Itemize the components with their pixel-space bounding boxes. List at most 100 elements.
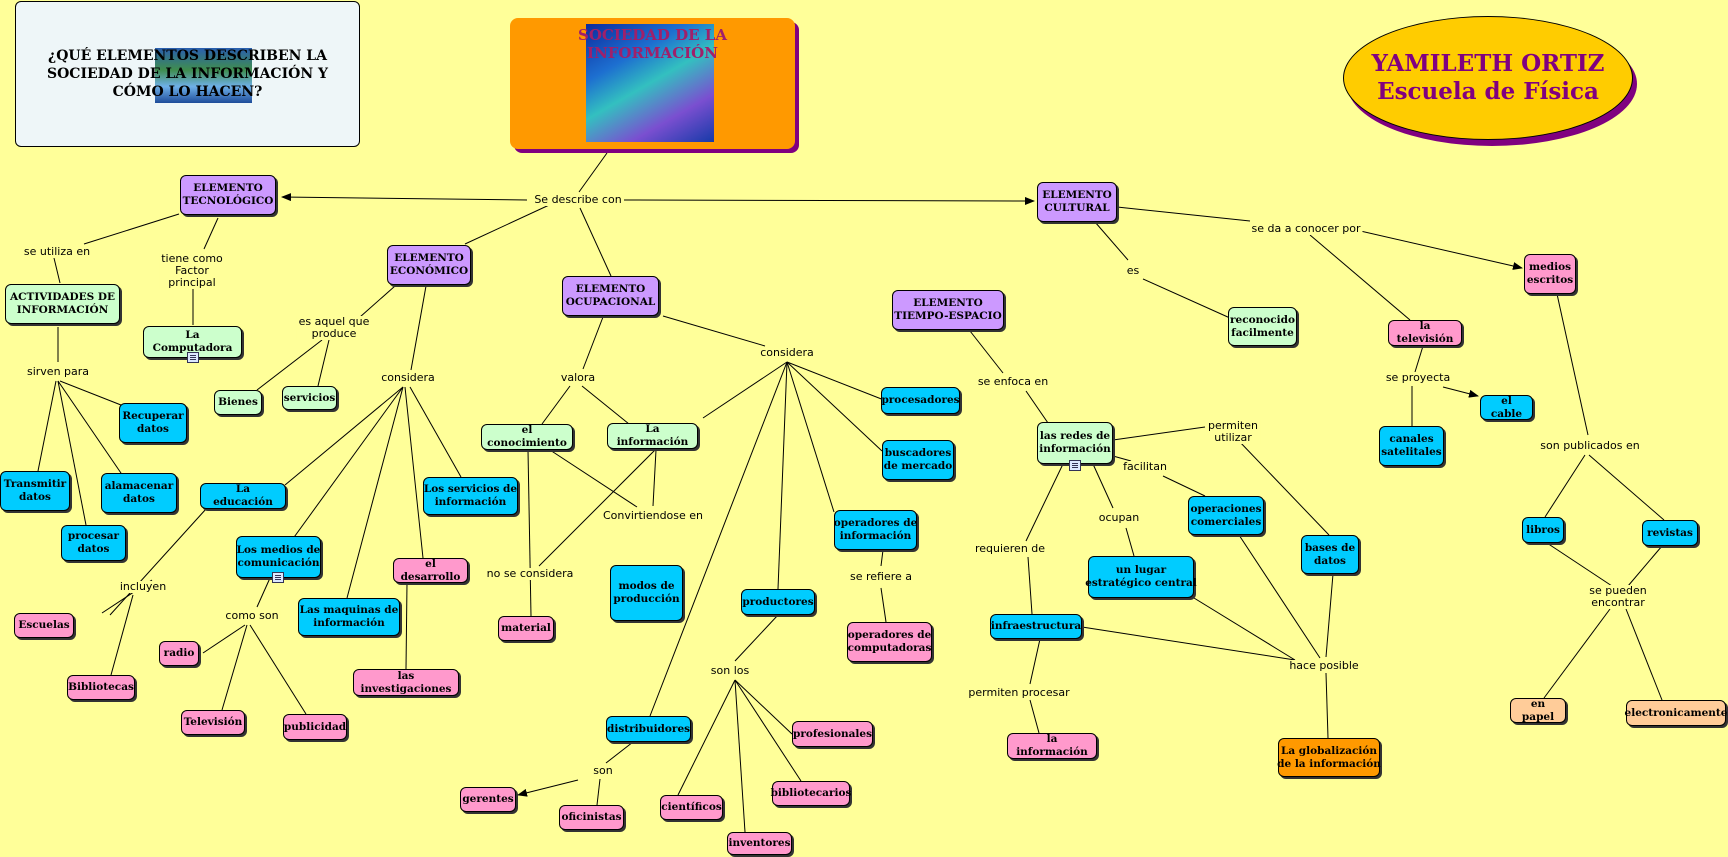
la-globalizacion-de-la-informacion[interactable]: La globalización de la información <box>1277 738 1381 777</box>
connector-arrow <box>1342 226 1523 270</box>
connector-line <box>1625 608 1663 701</box>
las-redes-de-informacion[interactable]: las redes de información <box>1037 422 1113 464</box>
operadores-de-computadoras[interactable]: operadores de computadoras <box>847 622 932 662</box>
connector-line <box>1025 463 1064 542</box>
connector-line <box>880 587 887 623</box>
radio[interactable]: radio <box>159 641 199 666</box>
publicidad[interactable]: publicidad <box>283 714 347 740</box>
connector-arrow <box>281 193 528 202</box>
link-label: permiten procesar <box>966 686 1072 699</box>
material[interactable]: material <box>498 616 554 641</box>
procesadores[interactable]: procesadores <box>881 387 960 414</box>
author-name: YAMILETH ORTIZ <box>1371 50 1605 77</box>
elemento-tecnologico[interactable]: ELEMENTO TECNOLÓGICO <box>180 175 276 215</box>
connector-line <box>596 778 601 806</box>
transmitir-datos[interactable]: Transmitir datos <box>0 471 70 511</box>
un-lugar-estrategico-central[interactable]: un lugar estratégico central <box>1085 556 1197 598</box>
connector-arrow <box>623 196 1035 205</box>
buscadores-de-mercado[interactable]: buscadores de mercado <box>882 440 954 480</box>
en-papel[interactable]: en papel <box>1510 698 1566 723</box>
inventores[interactable]: inventores <box>727 832 792 855</box>
connector-line <box>1237 439 1330 536</box>
connector-line <box>969 330 1004 374</box>
connector-line <box>1627 545 1663 587</box>
escuelas[interactable]: Escuelas <box>14 613 74 638</box>
las-maquinas-de-informacion[interactable]: Las maquinas de información <box>298 598 400 636</box>
connector-line <box>1112 426 1206 441</box>
document-icon[interactable] <box>272 572 284 583</box>
bienes[interactable]: Bienes <box>214 390 262 415</box>
el-cable[interactable]: el cable <box>1480 395 1533 420</box>
operadores-de-informacion[interactable]: operadores de información <box>834 510 917 550</box>
actividades-de-informacion[interactable]: ACTIVIDADES DE INFORMACIÓN <box>5 284 120 324</box>
connector-line <box>109 508 207 616</box>
servicios[interactable]: servicios <box>282 386 337 410</box>
infraestructura[interactable]: infraestructura <box>990 614 1082 639</box>
canales-satelitales[interactable]: canales satelitales <box>1379 426 1444 466</box>
revistas[interactable]: revistas <box>1642 520 1698 546</box>
link-label: se proyecta <box>1383 371 1453 384</box>
connector-line <box>317 339 330 387</box>
elemento-tiempo-espacio[interactable]: ELEMENTO TIEMPO-ESPACIO <box>892 290 1004 330</box>
connector-line <box>1325 672 1329 739</box>
connector-line <box>1238 534 1321 659</box>
connector-line <box>649 361 788 717</box>
connector-line <box>405 582 408 670</box>
connector-arrow <box>1442 386 1479 398</box>
link-label: son <box>591 764 615 777</box>
recuperar-datos[interactable]: Recuperar datos <box>119 403 187 443</box>
los-servicios-de-informacion[interactable]: Los servicios de información <box>423 477 518 515</box>
link-label: sirven para <box>24 365 92 378</box>
bibliotecas[interactable]: Bibliotecas <box>67 675 135 700</box>
la-informacion[interactable]: La información <box>607 423 698 449</box>
connector-line <box>734 679 793 735</box>
la-television[interactable]: la televisión <box>1388 320 1462 346</box>
main-topic[interactable]: SOCIEDAD DE LA INFORMACIÓN <box>510 18 795 149</box>
medios-escritos[interactable]: medios escritos <box>1524 254 1576 294</box>
connector-line <box>734 679 746 833</box>
connector-line <box>549 449 638 508</box>
las-investigaciones[interactable]: las investigaciones <box>353 669 459 696</box>
connector-line <box>1081 626 1296 661</box>
elemento-ocupacional[interactable]: ELEMENTO OCUPACIONAL <box>562 276 659 316</box>
procesar-datos[interactable]: procesar datos <box>61 525 126 561</box>
elemento-cultural[interactable]: ELEMENTO CULTURAL <box>1037 182 1117 222</box>
connector-line <box>256 339 323 391</box>
la-educacion[interactable]: La educación <box>200 483 286 509</box>
connector-line <box>582 316 604 370</box>
connector-line <box>59 380 122 406</box>
reconocido-facilmente[interactable]: reconocido facilmente <box>1228 307 1297 346</box>
internet-image <box>155 48 252 103</box>
distribuidores[interactable]: distribuidores <box>606 716 691 742</box>
connector-line <box>1588 454 1665 521</box>
operaciones-comerciales[interactable]: operaciones comerciales <box>1188 496 1264 535</box>
connector-line <box>37 380 57 472</box>
connector-line <box>203 217 219 250</box>
almacenar-datos[interactable]: alamacenar datos <box>101 473 177 513</box>
connector-line <box>1544 454 1586 518</box>
el-conocimiento[interactable]: el conocimiento <box>481 424 573 450</box>
central-question: ¿QUÉ ELEMENTOS DESCRIBEN LA SOCIEDAD DE … <box>15 1 360 147</box>
cientificos[interactable]: científicos <box>660 795 723 820</box>
document-icon[interactable] <box>1069 460 1081 471</box>
el-desarrollo[interactable]: el desarrollo <box>393 558 468 583</box>
productores[interactable]: productores <box>741 589 815 615</box>
la-informacion-procesada[interactable]: la información <box>1007 733 1097 759</box>
television-medio[interactable]: Televisión <box>181 710 245 735</box>
connector-line <box>786 361 835 513</box>
gerentes[interactable]: gerentes <box>460 787 516 812</box>
elemento-economico[interactable]: ELEMENTO ECONÓMICO <box>387 245 471 285</box>
oficinistas[interactable]: oficinistas <box>559 805 624 830</box>
connector-line <box>1142 278 1231 319</box>
document-icon[interactable] <box>187 352 199 363</box>
electronicamente[interactable]: electronicamente <box>1625 700 1727 726</box>
connector-line <box>541 385 571 425</box>
bibliotecarios[interactable]: bibliotecarios <box>771 781 851 806</box>
modos-de-produccion[interactable]: modos de producción <box>610 565 683 621</box>
profesionales[interactable]: profesionales <box>792 721 873 747</box>
bases-de-datos[interactable]: bases de datos <box>1301 535 1359 574</box>
libros[interactable]: libros <box>1522 517 1564 543</box>
connector-line <box>652 449 657 507</box>
connector-line <box>662 315 766 347</box>
